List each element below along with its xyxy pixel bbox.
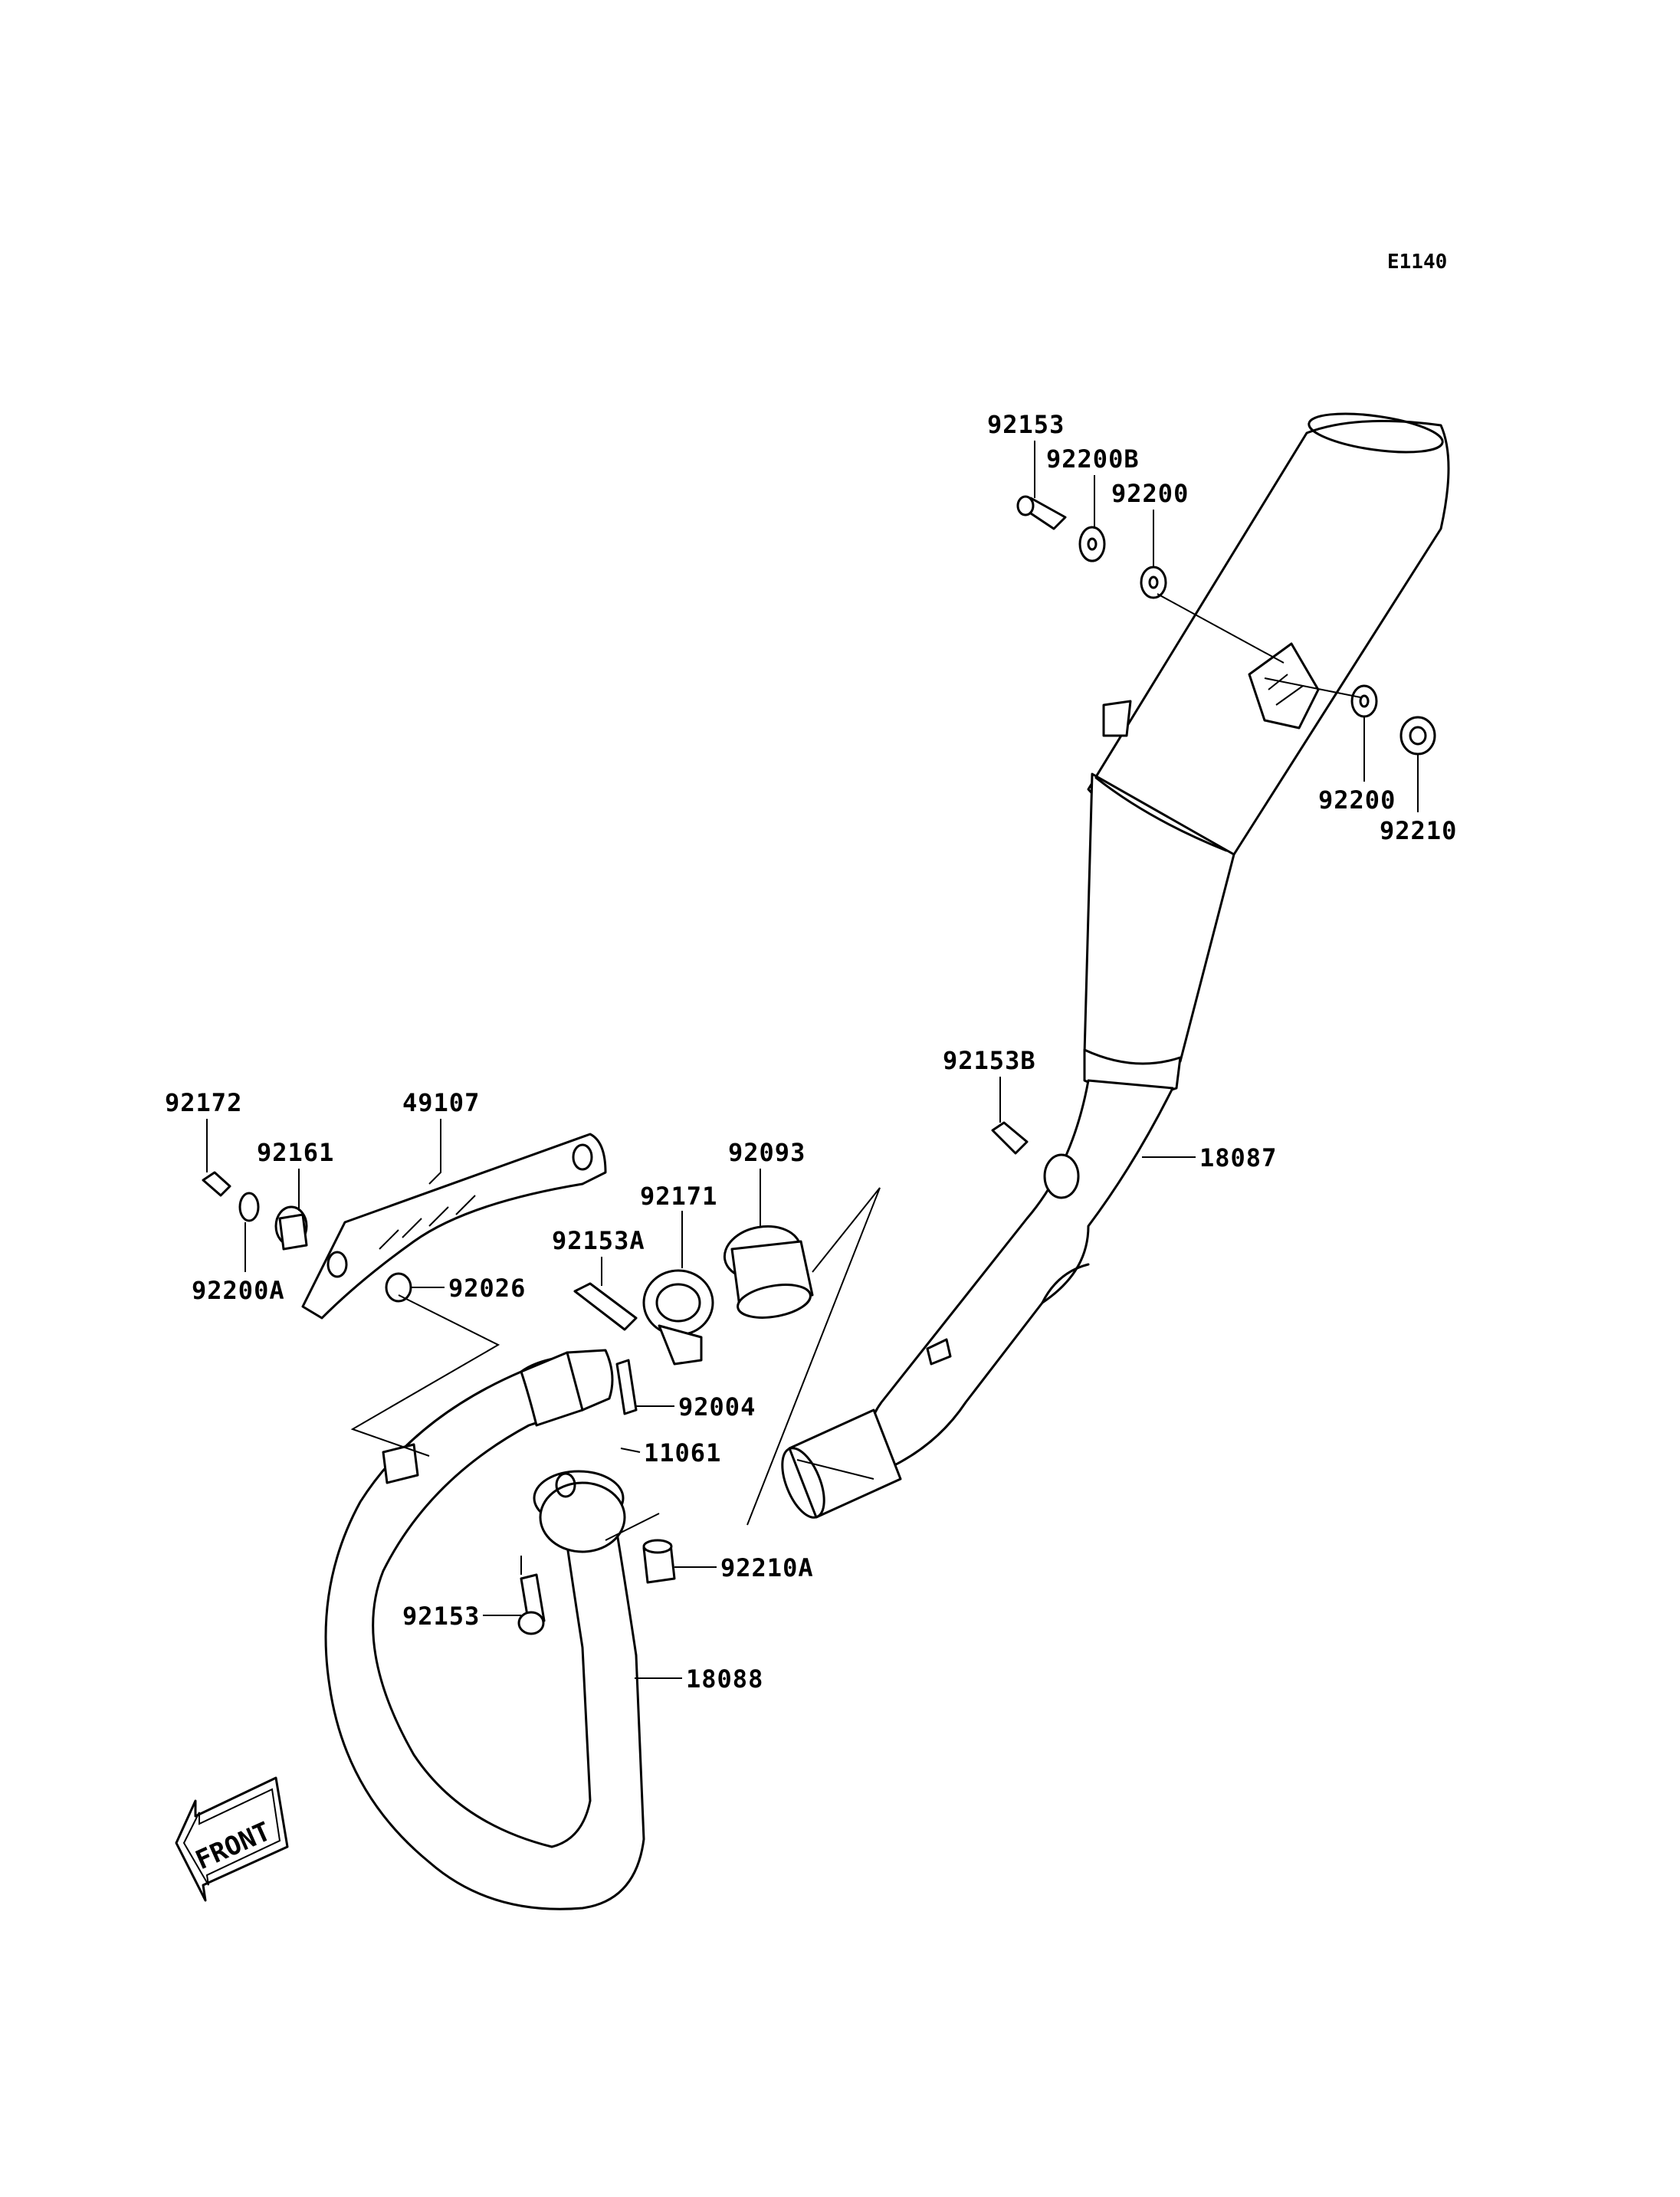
- label-92210: 92210: [1380, 816, 1457, 845]
- label-92153-top: 92153: [987, 410, 1065, 439]
- washer-92200B: [1078, 526, 1106, 562]
- label-92171: 92171: [640, 1182, 717, 1211]
- label-92093: 92093: [728, 1138, 806, 1167]
- label-18088: 18088: [686, 1664, 763, 1694]
- washer-92200A: [238, 1192, 260, 1222]
- label-92172: 92172: [165, 1088, 242, 1117]
- label-92200B: 92200B: [1046, 444, 1140, 474]
- label-92153B: 92153B: [943, 1046, 1036, 1075]
- label-92161: 92161: [257, 1138, 334, 1167]
- gasket-92093: [723, 1225, 814, 1319]
- label-11061: 11061: [644, 1438, 721, 1467]
- bolt-92153-top: [1016, 495, 1067, 530]
- assembly-line-gasket-join: [746, 1187, 881, 1526]
- header-pipe-18088: [324, 1349, 645, 1910]
- label-92153A: 92153A: [552, 1226, 645, 1255]
- muffler-18087: [781, 412, 1450, 1519]
- leader-lines: [206, 441, 1419, 1679]
- assembly-line-flange-stud: [520, 1513, 660, 1575]
- label-92210A: 92210A: [720, 1553, 814, 1582]
- stud-92004: [615, 1359, 638, 1415]
- nut-92210: [1399, 716, 1436, 756]
- bracket-49107: [301, 1133, 607, 1320]
- label-92153-bottom: 92153: [402, 1602, 480, 1631]
- clamp-92171: [642, 1269, 714, 1366]
- front-direction-arrow: FRONT: [175, 1776, 289, 1902]
- bolt-92153-bottom: [517, 1573, 546, 1635]
- label-92026: 92026: [448, 1274, 526, 1303]
- collar-92026: [385, 1272, 412, 1303]
- bolt-92153A: [573, 1282, 638, 1331]
- nut-92210A: [642, 1539, 676, 1584]
- label-18087: 18087: [1199, 1143, 1277, 1172]
- label-92200-right: 92200: [1318, 785, 1396, 815]
- bolt-92153B: [991, 1121, 1029, 1155]
- label-92200-top: 92200: [1111, 479, 1189, 508]
- label-49107: 49107: [402, 1088, 480, 1117]
- label-92004: 92004: [678, 1392, 756, 1421]
- diagram-code: E1140: [1387, 251, 1447, 274]
- label-92200A: 92200A: [192, 1276, 285, 1305]
- screw-92172: [202, 1171, 231, 1197]
- washer-92200-right: [1350, 684, 1378, 718]
- damper-92161: [274, 1205, 308, 1251]
- assembly-line-muffler-mount: [1157, 593, 1361, 698]
- assembly-line-header-bracket: [350, 1294, 500, 1457]
- washer-92200-top: [1140, 566, 1167, 599]
